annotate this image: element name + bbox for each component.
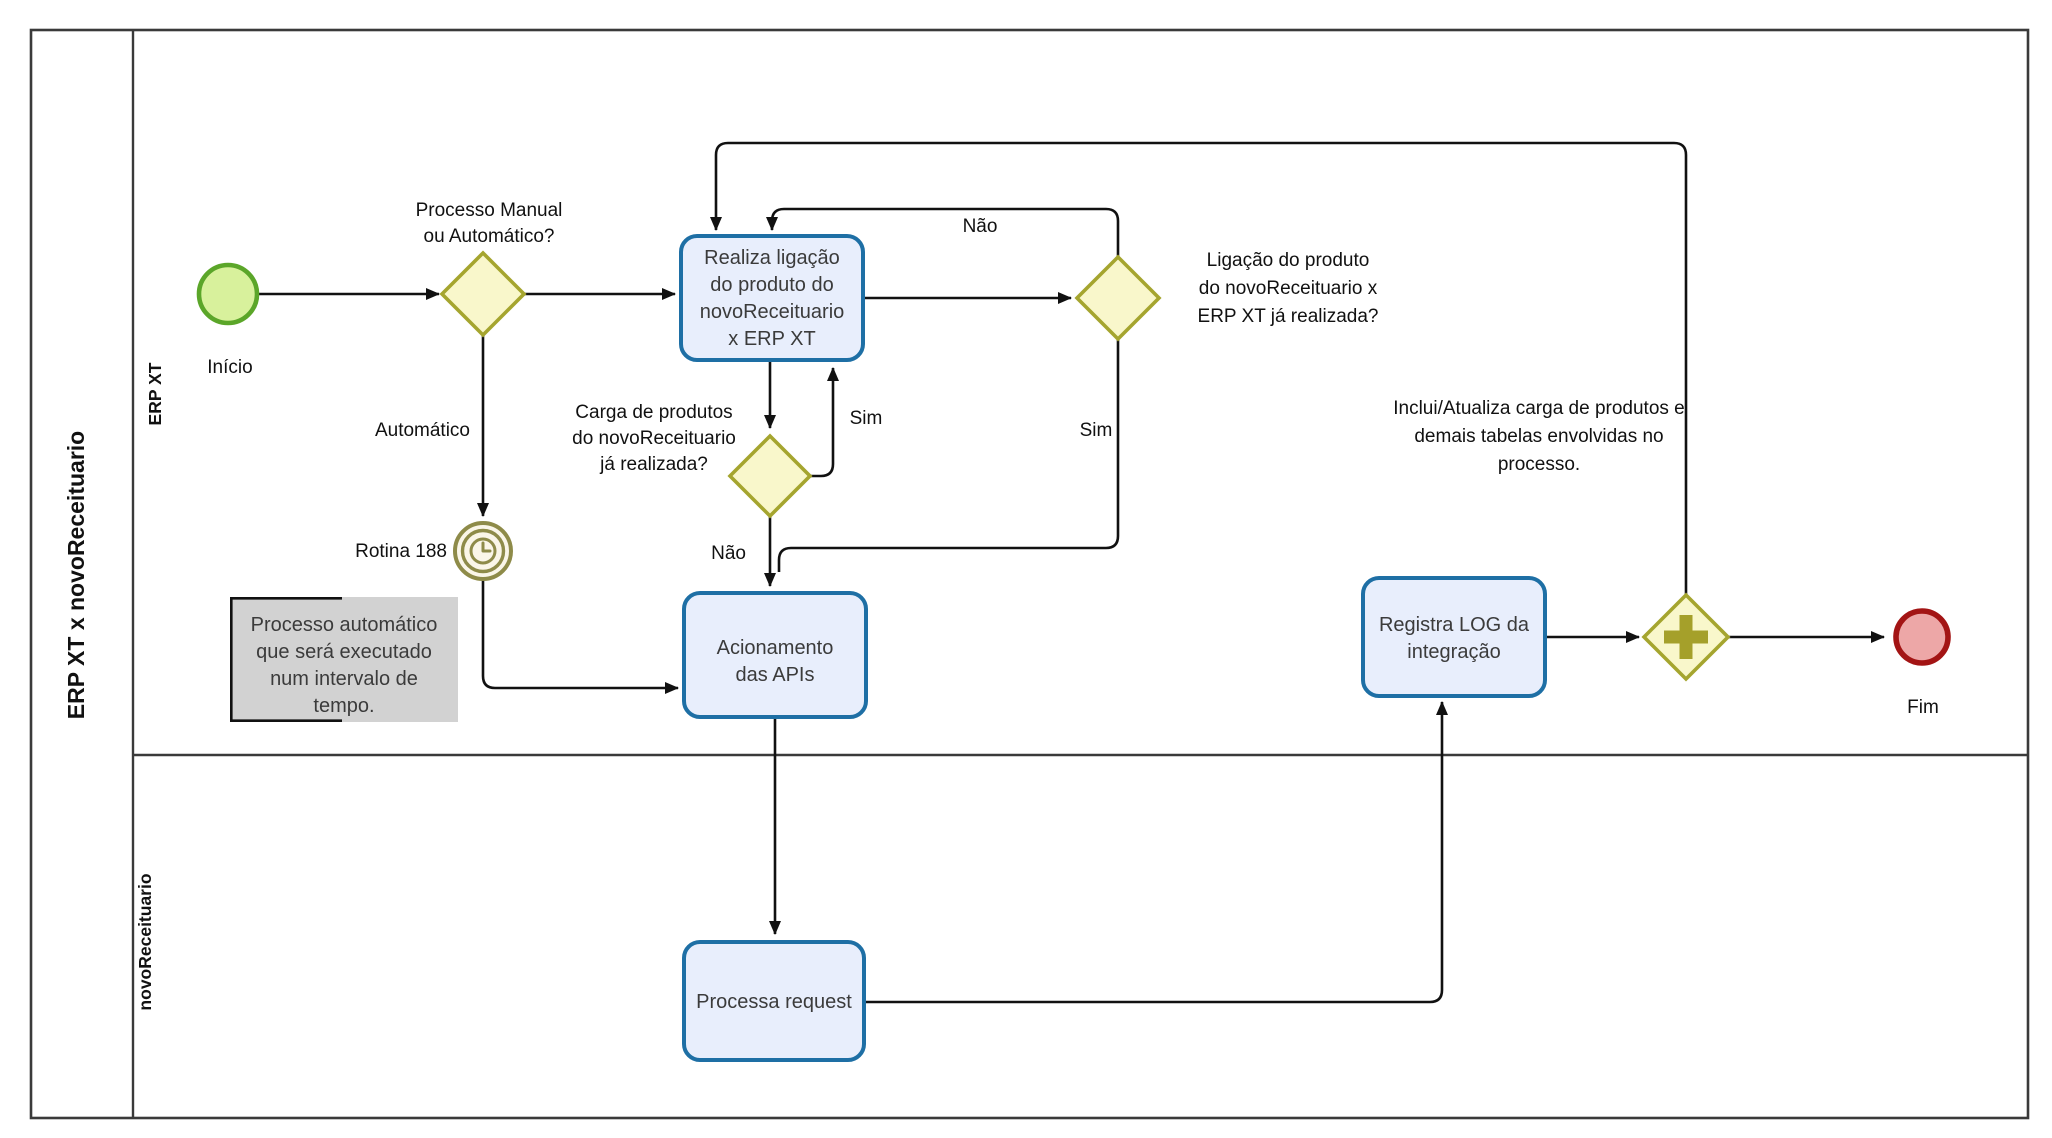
lane-label-novoreceituario: novoReceituario [135,873,155,1010]
end-event [1893,608,1951,666]
task-realiza-ligacao [679,234,865,362]
end-event-label: Fim [1907,697,1939,718]
flow-processa-to-registra [864,701,1448,1004]
task-realiza-line3: novoReceituario [700,301,845,323]
task-realiza-line2: do produto do [710,274,833,296]
annotation-line3: num intervalo de [270,668,418,690]
clock-hands-icon [481,541,492,553]
flow-gw3-sim-to-realiza [810,367,839,478]
loop-note-line2: demais tabelas envolvidas no [1414,426,1663,447]
plus-icon [1664,615,1708,659]
gateway3-label-line3: já realizada? [599,454,708,475]
timer-inner-ring [460,528,506,574]
parallel-gateway [1641,592,1731,682]
gateway1-label-line1: Processo Manual [416,200,563,221]
timer-event-label: Rotina 188 [355,541,447,562]
task-registra-line2: integração [1407,641,1500,663]
task-processa-line1: Processa request [696,991,852,1013]
annotation-line2: que será executado [256,641,432,663]
task-realiza-line4: x ERP XT [728,328,815,350]
pool-border [29,28,2030,1120]
annotation-line1: Processo automático [251,614,438,636]
annotation-line4: tempo. [313,695,374,717]
node-texts: Realiza ligação do produto do novoReceit… [251,247,1530,1013]
flow-parallel-gw-loop-to-realiza [710,141,1688,595]
clock-icon [469,537,497,565]
gateway-processo-manual-ou-automatico [439,250,527,338]
lane-label-erp-xt: ERP XT [145,362,165,425]
annotation-bracket [230,597,342,722]
edge-label-sim-gw3: Sim [850,408,883,429]
flow-gw2-sim-merge [777,339,1120,572]
start-event [196,262,260,326]
gateway-ligacao-ja-realizada [1074,254,1162,342]
loop-note-line1: Inclui/Atualiza carga de produtos e [1393,398,1685,419]
timer-event-rotina-188 [453,521,513,581]
sequence-flows [257,141,1885,1004]
gateway2-label-line2: do novoReceituario x [1199,278,1378,299]
gateway2-label-line1: Ligação do produto [1207,250,1370,271]
task-registra-log [1361,576,1547,698]
annotation-box [230,597,458,722]
gateway3-label-line1: Carga de produtos [575,402,732,423]
flow-timer-to-acionamento [481,580,679,694]
pool-title: ERP XT x novoReceituario [63,431,89,719]
start-event-label: Início [207,357,252,378]
task-processa-request [682,940,866,1062]
task-registra-line1: Registra LOG da [1379,614,1530,636]
gateway-carga-ja-realizada [727,433,813,519]
edge-label-automatico: Automático [375,420,470,441]
gateway3-label-line2: do novoReceituario [572,428,736,449]
gateway1-label-line2: ou Automático? [424,226,555,247]
loop-note-line3: processo. [1498,454,1580,475]
task-acionamento-apis [682,591,868,719]
gateway2-label-line3: ERP XT já realizada? [1198,306,1379,327]
task-acionamento-line2: das APIs [736,664,815,686]
task-acionamento-line1: Acionamento [717,637,834,659]
edge-label-sim-gw2: Sim [1080,420,1113,441]
pool-erp-xt-x-novoreceituario [29,28,2030,1120]
flow-gw2-nao-loop-to-realiza [766,207,1120,257]
edge-label-nao-gw3: Não [711,543,746,564]
diagram-labels: Início Processo Manual ou Automático? Li… [207,200,1939,718]
task-realiza-line1: Realiza ligação [704,247,840,269]
edge-label-nao-gw2-loop: Não [963,216,998,237]
